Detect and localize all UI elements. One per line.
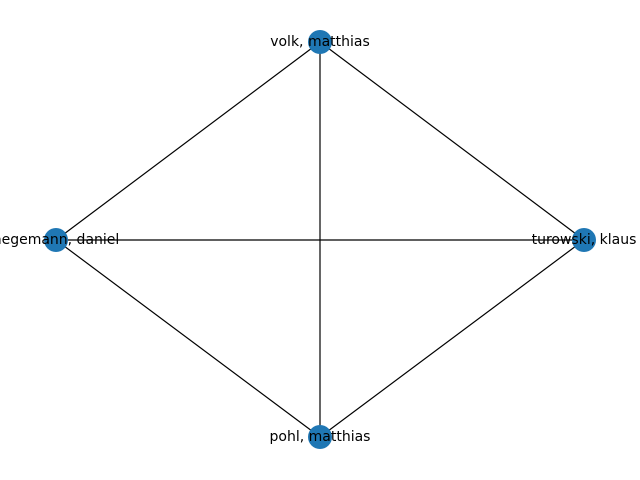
node-hegemann bbox=[44, 228, 68, 252]
edge-hegemann-pohl bbox=[55, 239, 321, 438]
node-label-hegemann: hegemann, daniel bbox=[0, 232, 119, 248]
node-pohl bbox=[308, 425, 332, 449]
node-label-pohl: pohl, matthias bbox=[270, 429, 371, 445]
edge-volk-hegemann bbox=[55, 41, 321, 241]
edge-volk-turowski bbox=[319, 41, 585, 241]
edges-layer bbox=[55, 41, 585, 438]
nodes-layer bbox=[44, 30, 596, 449]
edge-turowski-pohl bbox=[319, 239, 585, 438]
labels-layer: volk, matthias hegemann, daniel turowski, … bbox=[0, 34, 636, 445]
node-label-volk: volk, matthias bbox=[270, 34, 370, 50]
node-turowski bbox=[572, 228, 596, 252]
node-label-turowski: turowski, klaus bbox=[532, 232, 637, 248]
node-volk bbox=[308, 30, 332, 54]
